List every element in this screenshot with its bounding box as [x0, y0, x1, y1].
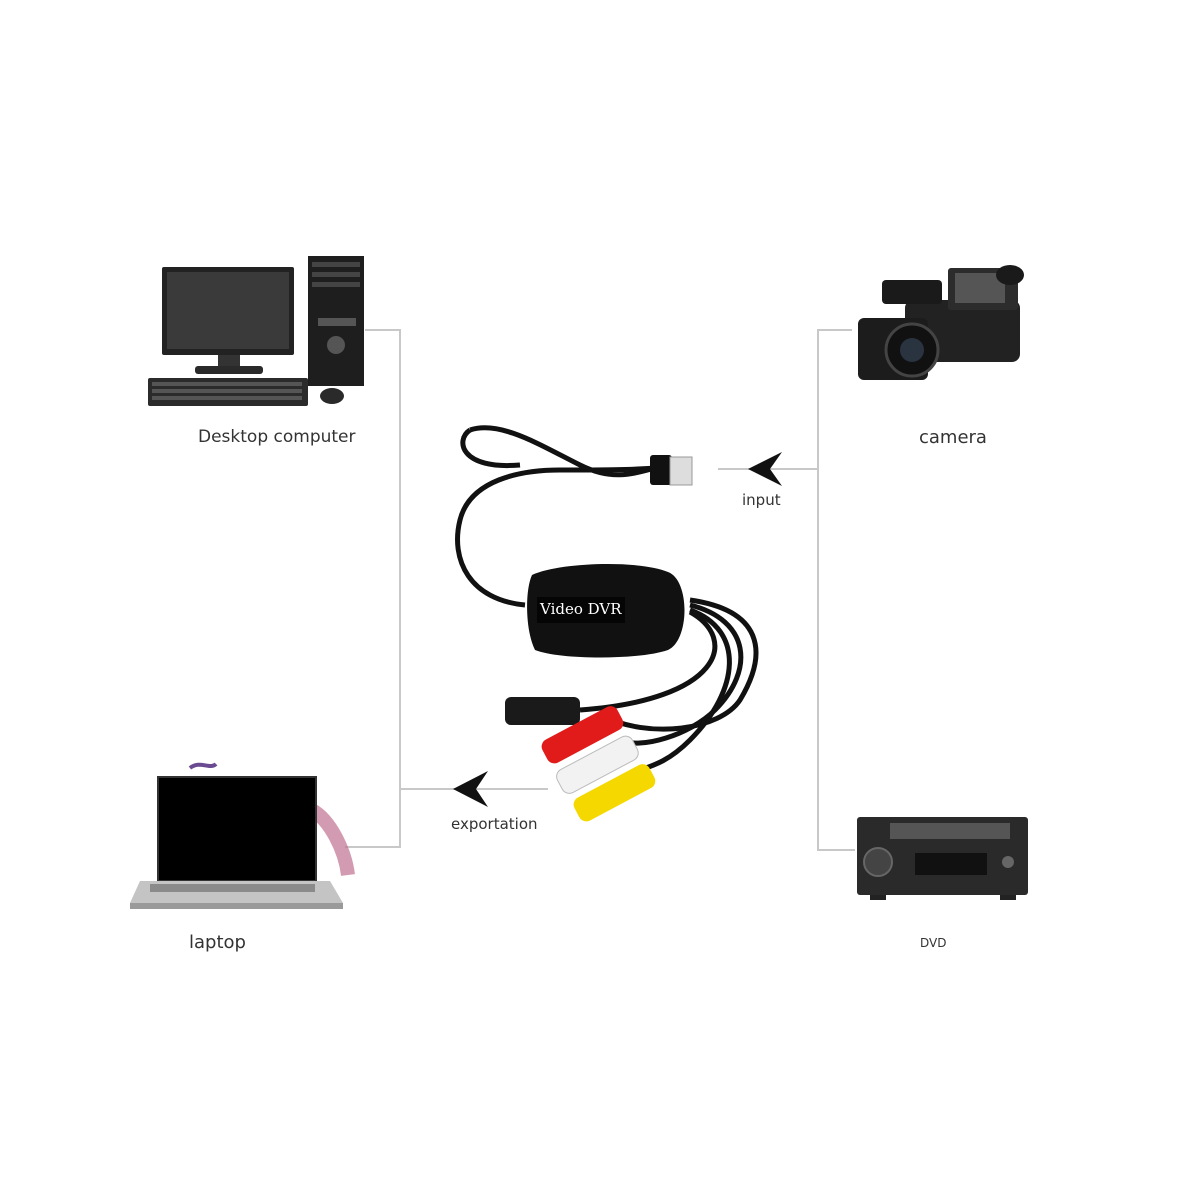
- exportation-arrow-icon: [453, 771, 488, 807]
- video-dvr-adapter: [455, 425, 759, 822]
- laptop-icon: [130, 762, 355, 909]
- input-arrow-icon: [748, 452, 782, 486]
- camera-label: camera: [919, 427, 987, 448]
- dvd-player-icon: [857, 817, 1028, 900]
- desktop-computer-label: Desktop computer: [198, 427, 356, 447]
- rca-yellow-connector-icon: [573, 764, 656, 822]
- left-bracket-lines: [345, 329, 548, 848]
- right-bracket-lines: [718, 329, 855, 851]
- usb-connector-icon: [650, 455, 672, 485]
- adapter-label: Video DVR: [540, 600, 622, 618]
- desktop-computer-icon: [148, 256, 364, 406]
- input-label: input: [742, 491, 781, 509]
- dvd-label: DVD: [920, 936, 947, 950]
- usb-cable: [455, 425, 656, 608]
- rca-white-connector-icon: [556, 735, 639, 794]
- rca-red-connector-icon: [541, 706, 624, 764]
- camera-icon: [858, 265, 1024, 380]
- laptop-label: laptop: [189, 932, 246, 953]
- svideo-connector-icon: [505, 697, 580, 725]
- exportation-label: exportation: [451, 815, 538, 833]
